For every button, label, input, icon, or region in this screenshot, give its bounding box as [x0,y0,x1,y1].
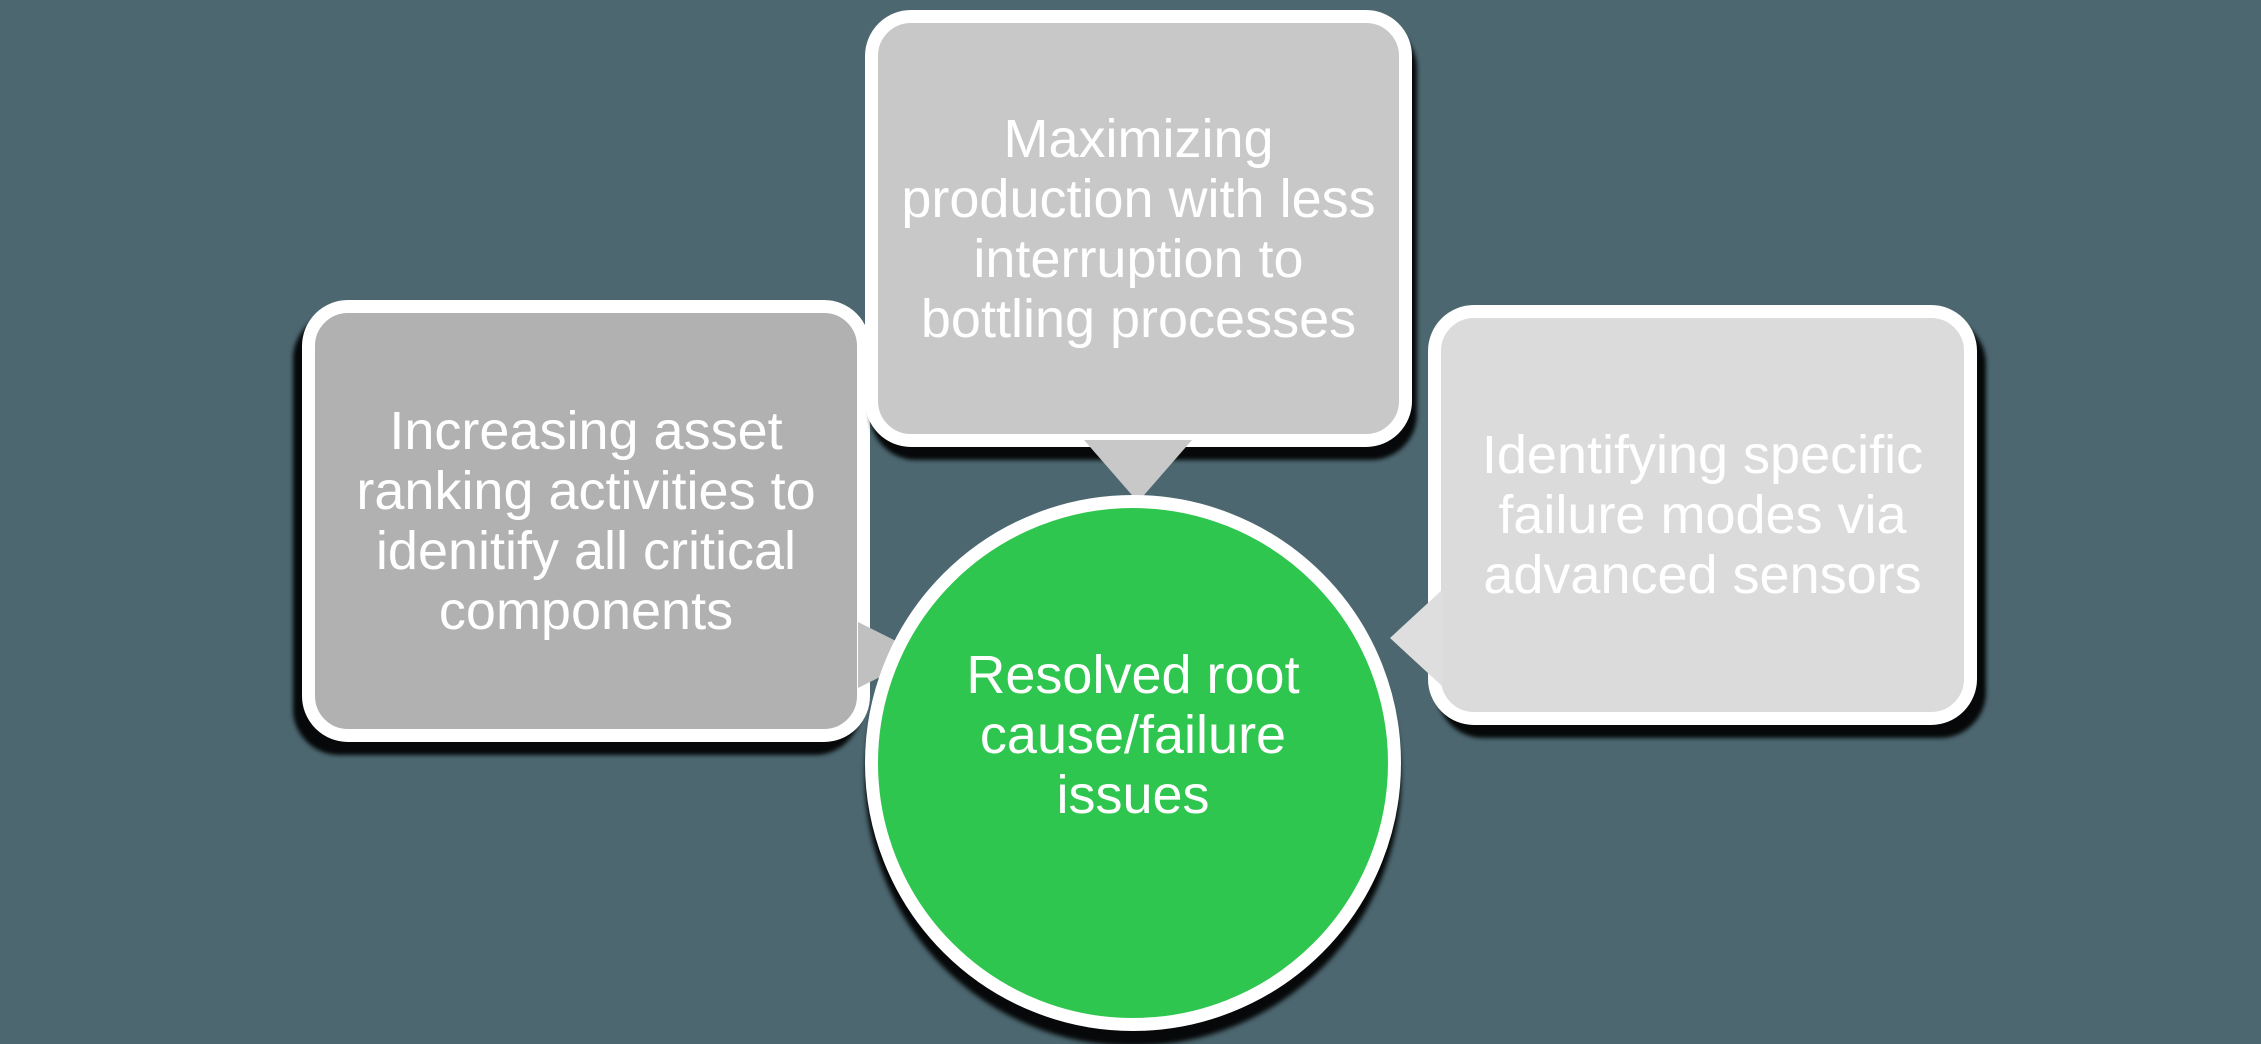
node-label: Increasing asset ranking activities to i… [356,401,816,641]
node-label: Identifying specific failure modes via a… [1481,425,1924,605]
connector-arrow-down-icon [1084,440,1192,502]
node-maximizing-production: Maximizing production with less interrup… [865,10,1412,447]
node-label: Maximizing production with less interrup… [901,108,1376,349]
node-increasing-asset-ranking: Increasing asset ranking activities to i… [302,300,870,742]
node-identifying-failure-modes: Identifying specific failure modes via a… [1428,305,1977,725]
center-circle-resolved-root-cause: Resolved root cause/failure issues [865,495,1401,1031]
connector-arrow-left-icon [1390,590,1442,686]
center-circle-label: Resolved root cause/failure issues [966,645,1300,825]
